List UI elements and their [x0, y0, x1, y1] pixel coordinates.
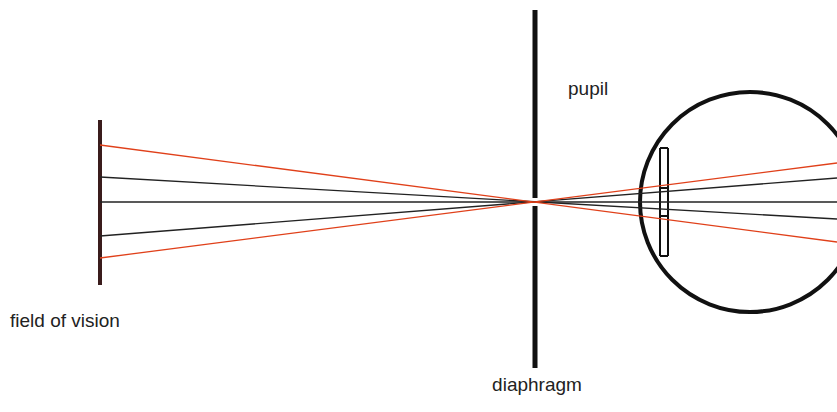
diaphragm-label: diaphragm — [492, 374, 582, 397]
diaphragm-upper — [533, 10, 538, 198]
diaphragm-lower — [533, 206, 538, 368]
pupil-label: pupil — [568, 78, 608, 101]
field-of-vision-label: field of vision — [10, 310, 120, 333]
red-rays — [100, 145, 837, 258]
